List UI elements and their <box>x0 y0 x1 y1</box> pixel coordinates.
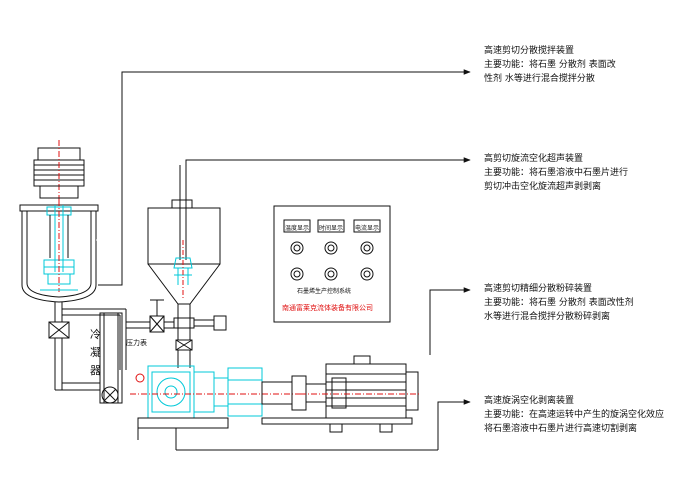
annotation-title: 高剪切旋流空化超声装置 <box>484 154 584 164</box>
annotation-leaders <box>98 69 471 450</box>
annotation-fine-dispersion: 高速剪切精细分散粉碎装置 主要功能：将石墨 分散剂 表面改性剂 水等进行混合搅拌… <box>484 282 634 324</box>
company-name: 南通富莱克流体装备有限公司 <box>282 304 373 312</box>
control-panel <box>273 205 391 323</box>
condenser-char: 冷 <box>90 328 101 341</box>
pressure-gauge-label: 压力表 <box>126 339 147 347</box>
annotation-line: 将石墨溶液中石墨片进行高速切割剥离 <box>484 424 638 434</box>
current-display-label: 电流显示 <box>355 225 380 232</box>
annotation-line: 主要功能：将石墨溶液中石墨片进行 <box>484 168 629 178</box>
annotation-line: 性剂 水等进行混合搅拌分散 <box>484 74 595 84</box>
drive-motor <box>261 355 420 433</box>
ultrasonic-cavitation-hopper <box>126 165 227 368</box>
annotation-title: 高速剪切精细分散粉碎装置 <box>484 284 593 294</box>
condenser <box>99 312 123 404</box>
annotation-vortex-cavitation: 高速旋涡空化剥离装置 主要功能：在高速运转中产生的旋涡空化效应 将石墨溶液中石墨… <box>484 394 664 436</box>
condenser-char: 凝 <box>90 346 101 359</box>
time-display-label: 时间显示 <box>319 225 344 232</box>
annotation-line: 主要功能：在高速运转中产生的旋涡空化效应 <box>484 410 665 420</box>
annotation-ultrasonic: 高剪切旋流空化超声装置 主要功能：将石墨溶液中石墨片进行 剪切冲击空化旋流超声剥… <box>484 152 628 194</box>
annotation-line: 主要功能：将石墨 分散剂 表面改性剂 <box>484 298 634 308</box>
tank-outlet-valve <box>48 321 70 339</box>
annotation-line: 剪切冲击空化旋流超声剥剥离 <box>484 182 602 192</box>
cavitation-pump <box>130 365 327 440</box>
condenser-label: 冷 凝 器 <box>90 326 101 380</box>
annotation-title: 高速旋涡空化剥离装置 <box>484 396 575 406</box>
control-system-caption: 石墨烯生产控制系统 <box>297 288 352 295</box>
annotation-line: 水等进行混合搅拌分散粉碎剥离 <box>484 312 611 322</box>
shear-mixer-tank <box>19 140 99 303</box>
condenser-char: 器 <box>90 364 101 377</box>
annotation-line: 主要功能：将石墨 分散剂 表面改 <box>484 60 616 70</box>
annotation-shear-mixer: 高速剪切分散搅拌装置 主要功能：将石墨 分散剂 表面改 性剂 水等进行混合搅拌分… <box>484 44 616 86</box>
temperature-display-label: 温度显示 <box>285 225 310 232</box>
annotation-title: 高速剪切分散搅拌装置 <box>484 46 575 56</box>
